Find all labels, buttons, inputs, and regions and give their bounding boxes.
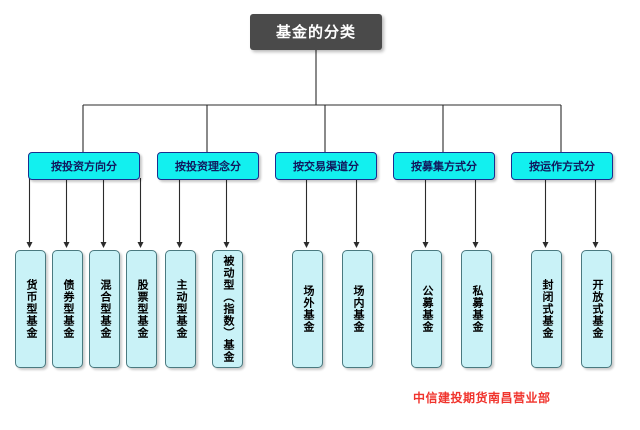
category-label-4: 按募集方式分 [411, 159, 477, 173]
category-label-3: 按交易渠道分 [293, 159, 359, 173]
leaf-box-3-2[interactable]: 场内基金 [342, 250, 373, 368]
page-title: 基金的分类 [275, 22, 356, 41]
credit-text: 中信建投期货南昌营业部 [413, 391, 551, 405]
category-box-1[interactable]: 按投资方向分 [28, 152, 140, 180]
leaf-box-1-1[interactable]: 货币型基金 [15, 250, 46, 368]
leaf-box-4-2[interactable]: 私募基金 [461, 250, 492, 368]
leaf-box-1-4[interactable]: 股票型基金 [126, 250, 157, 368]
leaf-label-3-2: 场内基金 [351, 285, 365, 333]
category-label-1: 按投资方向分 [51, 159, 117, 173]
root-node: 基金的分类 [250, 14, 382, 50]
leaf-label-5-1: 封闭式基金 [540, 279, 554, 339]
category-label-5: 按运作方式分 [529, 159, 595, 173]
leaf-label-5-2: 开放式基金 [590, 279, 604, 339]
category-label-2: 按投资理念分 [175, 159, 241, 173]
leaf-label-3-1: 场外基金 [301, 285, 315, 333]
leaf-label-1-4: 股票型基金 [135, 279, 149, 339]
category-box-5[interactable]: 按运作方式分 [511, 152, 613, 180]
leaf-box-2-2[interactable]: 被动型（指数）基金 [212, 250, 243, 368]
leaf-box-5-1[interactable]: 封闭式基金 [531, 250, 562, 368]
leaf-box-1-2[interactable]: 债券型基金 [52, 250, 83, 368]
leaf-label-1-1: 货币型基金 [24, 279, 38, 339]
category-box-3[interactable]: 按交易渠道分 [275, 152, 377, 180]
leaf-box-4-1[interactable]: 公募基金 [411, 250, 442, 368]
leaf-box-5-2[interactable]: 开放式基金 [581, 250, 612, 368]
leaf-label-2-1: 主动型基金 [174, 279, 188, 339]
category-box-2[interactable]: 按投资理念分 [157, 152, 259, 180]
leaf-label-4-2: 私募基金 [470, 285, 484, 333]
leaf-label-1-3: 混合型基金 [98, 279, 112, 339]
leaf-label-4-1: 公募基金 [420, 285, 434, 333]
leaf-label-1-2: 债券型基金 [61, 279, 75, 339]
leaf-box-3-1[interactable]: 场外基金 [292, 250, 323, 368]
leaf-box-2-1[interactable]: 主动型基金 [165, 250, 196, 368]
leaf-box-1-3[interactable]: 混合型基金 [89, 250, 120, 368]
leaf-label-2-2: 被动型（指数）基金 [221, 255, 235, 363]
category-box-4[interactable]: 按募集方式分 [393, 152, 495, 180]
